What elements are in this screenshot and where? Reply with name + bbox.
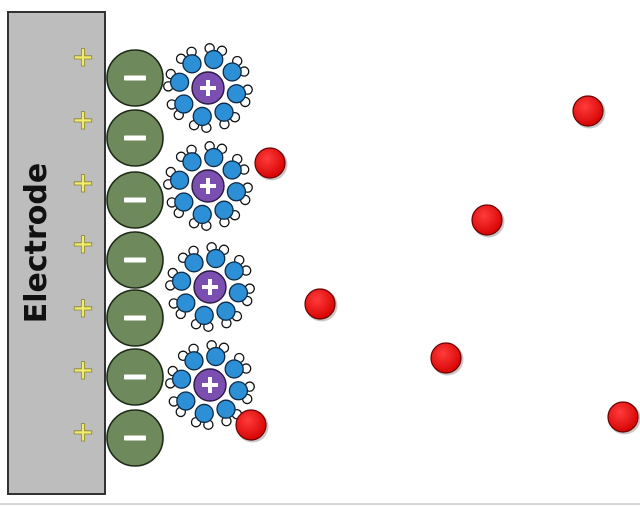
adsorbed-anion-4 [106, 231, 164, 289]
water-oxygen [171, 271, 192, 291]
free-ions [235, 95, 640, 443]
water-oxygen [214, 102, 234, 122]
hydrated-cation-3 [165, 242, 255, 332]
hydrated-cations [163, 43, 255, 430]
water-oxygen [176, 391, 196, 411]
positive-charge-5: + [71, 291, 94, 324]
water-oxygen [226, 182, 247, 202]
water-oxygen [171, 369, 192, 389]
plus-sign-v [206, 80, 210, 96]
negative-sign [124, 435, 146, 441]
adsorbed-anion-3 [106, 171, 164, 229]
negative-sign [124, 75, 146, 81]
hydrated-cation-1 [163, 43, 253, 133]
water-oxygen [228, 381, 249, 401]
electrode-plate [7, 11, 106, 495]
positive-charge-4: + [71, 227, 94, 260]
negative-sign [124, 257, 146, 263]
water-oxygen [214, 200, 234, 220]
electrode-label: Electrode [19, 163, 54, 323]
negative-sign [124, 374, 146, 380]
water-oxygen [222, 160, 242, 180]
hydrated-cation-4 [165, 340, 255, 430]
electrode-charges: + + + + + + + [71, 40, 95, 449]
water-oxygen [194, 403, 214, 424]
water-oxygen [206, 248, 226, 269]
water-oxygen [182, 152, 202, 172]
adsorbed-anions [106, 49, 164, 467]
free-ion-5 [430, 342, 464, 376]
negative-sign [124, 135, 146, 141]
water-oxygen [174, 94, 194, 114]
water-oxygen [176, 293, 196, 313]
plus-sign-v [208, 279, 212, 295]
water-oxygen [174, 192, 194, 212]
positive-charge-7: + [71, 415, 94, 448]
adsorbed-anion-5 [106, 289, 164, 347]
water-oxygen [216, 399, 236, 419]
water-oxygen [169, 72, 190, 92]
water-oxygen [192, 106, 212, 127]
water-oxygen [204, 147, 224, 168]
water-oxygen [184, 253, 204, 273]
water-oxygen [222, 62, 242, 82]
water-oxygen [206, 346, 226, 367]
adsorbed-anion-6 [106, 348, 164, 406]
free-ion-4 [304, 288, 338, 322]
adsorbed-anion-2 [106, 109, 164, 167]
positive-charge-1: + [71, 40, 94, 73]
water-oxygen [204, 49, 224, 70]
free-ion-3 [471, 204, 505, 238]
plus-sign-v [208, 377, 212, 393]
plus-sign-v [206, 178, 210, 194]
hydrated-cation-2 [163, 141, 253, 231]
water-oxygen [216, 301, 236, 321]
water-oxygen [184, 351, 204, 371]
water-oxygen [224, 261, 244, 281]
positive-charge-3: + [71, 166, 94, 199]
adsorbed-anion-7 [106, 409, 164, 467]
water-oxygen [228, 283, 249, 303]
negative-sign [124, 315, 146, 321]
positive-charge-2: + [71, 103, 94, 136]
water-oxygen [194, 305, 214, 326]
adsorbed-anion-1 [106, 49, 164, 107]
free-ion-6 [235, 409, 269, 443]
free-ion-2 [254, 147, 288, 181]
free-ion-1 [572, 95, 606, 129]
water-oxygen [169, 170, 190, 190]
water-oxygen [182, 54, 202, 74]
water-oxygen [226, 84, 247, 104]
water-oxygen [224, 359, 244, 379]
positive-charge-6: + [71, 353, 94, 386]
water-oxygen [192, 204, 212, 225]
negative-sign [124, 197, 146, 203]
free-ion-7 [607, 401, 640, 435]
